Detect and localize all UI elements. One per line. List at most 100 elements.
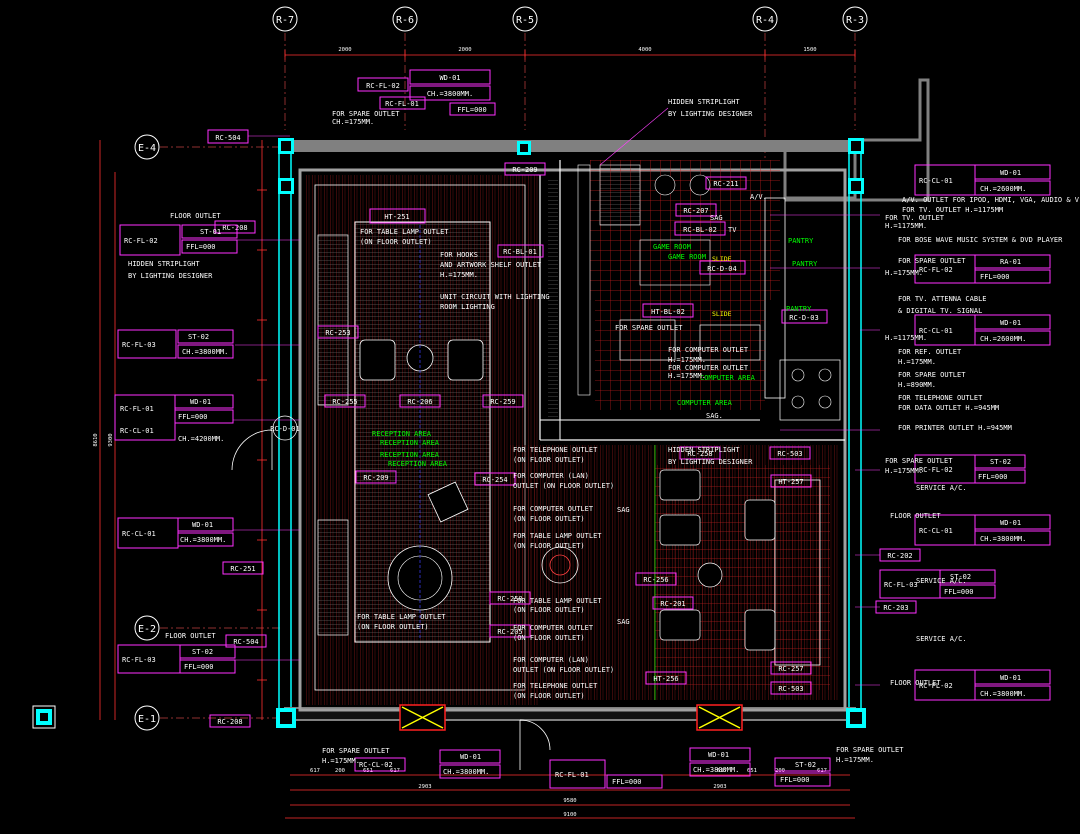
top-dimension-chain: 2000 2000 4000 1500 — [284, 47, 856, 60]
tag-label: RC-257 — [778, 665, 803, 673]
note-label: FOR COMPUTER OUTLET — [668, 346, 749, 354]
room-label: RECEPTION AREA — [380, 451, 440, 459]
computer-area — [560, 300, 845, 441]
note-label: SLIDE — [712, 255, 732, 263]
note-label: FOR PRINTER OUTLET H.=945MM — [898, 424, 1012, 432]
dim-label: 2903 — [713, 784, 726, 790]
game-room — [577, 160, 786, 399]
tag-label: RA-01 — [1000, 258, 1021, 266]
note-label: H.=175MM. — [836, 756, 874, 764]
grid-label: E-2 — [138, 624, 156, 635]
note-label: FOR COMPUTER OUTLET — [513, 505, 594, 513]
tag-label: WD-01 — [460, 753, 481, 761]
note-label: (ON FLOOR OUTLET) — [357, 623, 429, 631]
grid-bubble-top-3: R-5 — [512, 6, 538, 32]
tag-label: ST-02 — [192, 648, 213, 656]
tag-label: RC-FL-02 — [124, 237, 158, 245]
tag-label: RC-209 — [512, 166, 537, 174]
tag-label: ST-02 — [795, 761, 816, 769]
note-label: SAG. — [706, 412, 723, 420]
note-label: H.=1175MM. — [885, 334, 927, 342]
grid-label: R-3 — [846, 15, 864, 26]
note-label: FOR TELEPHONE OUTLET — [513, 682, 598, 690]
note-label: FLOOR OUTLET — [890, 679, 941, 687]
header-tags: RC-FL-02 WD-01 CH.=3800MM. RC-FL-01 FFL=… — [332, 69, 496, 126]
tag-label: WD-01 — [192, 521, 213, 529]
grid-label: R-7 — [276, 15, 294, 26]
tag-label: RC-250 — [497, 595, 522, 603]
tag-label: RC-254 — [482, 476, 507, 484]
lounge-area — [510, 445, 840, 700]
tag-label: RC-205 — [497, 628, 522, 636]
note-label: TV — [728, 226, 737, 234]
note-label: FOR SPARE OUTLET — [332, 110, 400, 118]
tag-label: ST-02 — [188, 333, 209, 341]
left-tags: RC-FL-02 ST-01 FFL=000 RC-FL-03 ST-02 CH… — [114, 224, 238, 674]
tag-label: FFL=000 — [178, 413, 208, 421]
tag-label: RC-D-04 — [707, 265, 737, 273]
room-label: GAME ROOM — [668, 253, 706, 261]
note-label: SAG — [617, 618, 630, 626]
note-label: FOR COMPUTER OUTLET — [668, 364, 749, 372]
tag-label: RC-CL-01 — [919, 327, 953, 335]
tag-label: CH.=2600MM. — [980, 335, 1026, 343]
note-label: FOR SPARE OUTLET — [898, 257, 966, 265]
tag-label: HT-251 — [384, 213, 409, 221]
tag-label: RC-208 — [222, 224, 247, 232]
tag-label: RC-504 — [215, 134, 240, 142]
note-label: FOR SPARE OUTLET — [322, 747, 390, 755]
tag-label: RC-203 — [883, 604, 908, 612]
note-label: H.=175MM. — [885, 467, 923, 475]
right-tags: RC-CL-01 WD-01 CH.=2600MM. RC-FL-02 RA-0… — [879, 164, 1051, 701]
note-label: FOR SPARE OUTLET — [615, 324, 683, 332]
note-label: FLOOR OUTLET — [165, 632, 216, 640]
grid-label: R-4 — [756, 15, 774, 26]
note-label: FOR BOSE WAVE MUSIC SYSTEM & DVD PLAYER — [898, 236, 1063, 244]
tag-label: RC-FL-01 — [385, 100, 419, 108]
tag-label: RC-FL-02 — [919, 466, 953, 474]
tag-label: FFL=000 — [612, 778, 642, 786]
note-label: BY LIGHTING DESIGNER — [128, 272, 213, 280]
room-label: PANTRY — [788, 237, 814, 245]
tag-label: RC-FL-01 — [555, 771, 589, 779]
bottom-tags: RC-CL-02 WD-01 CH.=3800MM. RC-FL-01 FFL=… — [354, 747, 831, 789]
tag-label: RC-259 — [490, 398, 515, 406]
tag-label: CH.=3800MM. — [693, 766, 739, 774]
tag-label: RC-253 — [325, 329, 350, 337]
dim-label: 9300 — [108, 433, 114, 446]
tag-label: FFL=000 — [186, 243, 216, 251]
tag-label: RC-503 — [777, 450, 802, 458]
tag-label: FFL=000 — [978, 473, 1008, 481]
note-label: FOR TELEPHONE OUTLET — [513, 446, 598, 454]
note-label: BY LIGHTING DESIGNER — [668, 458, 753, 466]
grid-label: R-5 — [516, 15, 534, 26]
room-names: RECEPTION AREA RECEPTION AREA RECEPTION … — [372, 237, 818, 468]
note-label: H.=175MM. — [668, 356, 706, 364]
tag-label: RC-255 — [332, 398, 357, 406]
tag-label: WD-01 — [708, 751, 729, 759]
tag-label: FFL=000 — [184, 663, 214, 671]
dim-label: 1500 — [803, 47, 816, 53]
note-label: H.=890MM. — [898, 381, 936, 389]
tag-label: RC-FL-03 — [122, 341, 156, 349]
dim-label: 2000 — [458, 47, 471, 53]
tag-label: RC-CL-01 — [122, 530, 156, 538]
note-label: FOR TV. OUTLET — [885, 214, 945, 222]
grid-label: E-4 — [138, 143, 156, 154]
tag-label: WD-01 — [190, 398, 211, 406]
note-label: HIDDEN STRIPLIGHT — [668, 446, 740, 454]
note-label: ROOM LIGHTING — [440, 303, 495, 311]
dim-label: 200 — [335, 768, 345, 774]
tag-label: HT-BL-02 — [651, 308, 685, 316]
tag-label: RC-CL-02 — [359, 761, 393, 769]
note-label: FOR TV. OUTLET H.=1175MM — [902, 206, 1003, 214]
note-label: FOR COMPUTER (LAN) — [513, 472, 589, 480]
tag-label: RC-209 — [363, 474, 388, 482]
note-label: (ON FLOOR OUTLET) — [513, 634, 585, 642]
note-label: SERVICE A/C. — [916, 635, 967, 643]
dim-label: 617 — [717, 768, 727, 774]
tag-label: RC-FL-02 — [366, 82, 400, 90]
note-label: FOR SPARE OUTLET — [836, 746, 904, 754]
note-label: FOR TABLE LAMP OUTLET — [357, 613, 446, 621]
note-label: FOR SPARE OUTLET — [898, 371, 966, 379]
